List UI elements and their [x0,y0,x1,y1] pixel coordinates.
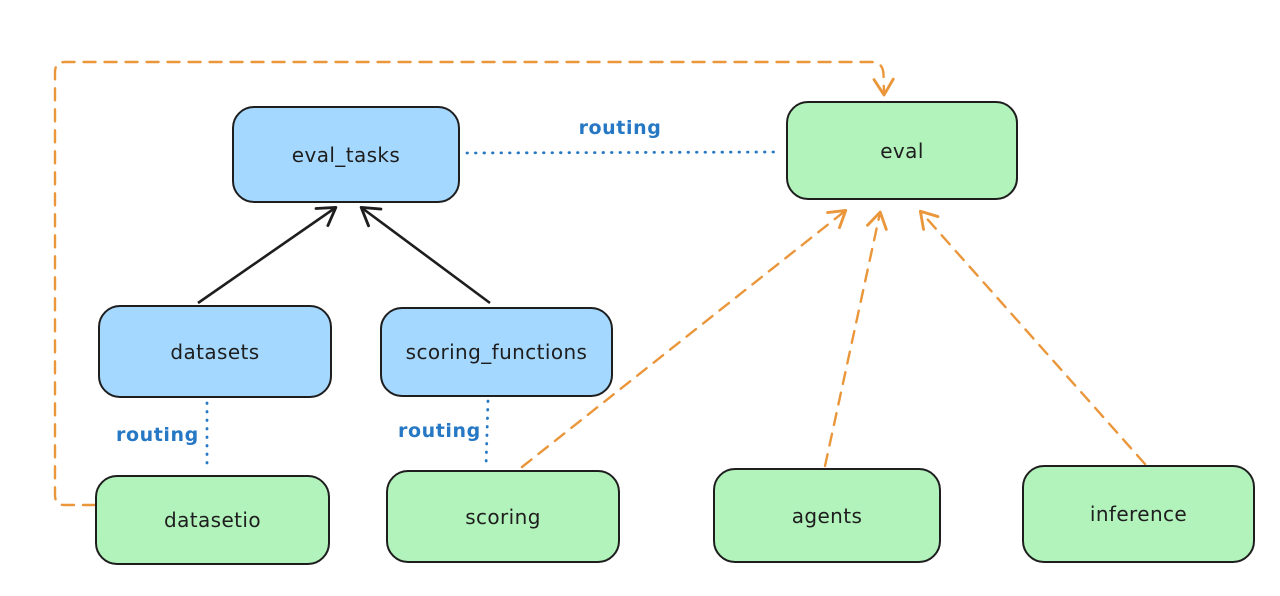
edge-agents-to-eval [823,210,888,468]
edge-datasets-to-eval-tasks [197,205,338,305]
edge-label-routing-top: routing [578,117,662,139]
node-datasetio: datasetio [95,475,330,565]
node-inference: inference [1022,465,1255,563]
node-inference-label: inference [1089,502,1188,526]
node-agents-label: agents [791,503,863,528]
node-eval-tasks: eval_tasks [232,106,460,203]
edge-scoring-functions-to-eval-tasks [359,205,491,305]
node-agents: agents [713,468,941,563]
edge-label-routing-left: routing [116,424,199,446]
edge-scoring-to-eval [520,208,848,469]
node-datasetio-label: datasetio [163,508,261,532]
node-scoring-label: scoring [465,504,541,529]
node-scoring-functions: scoring_functions [380,307,613,397]
node-eval: eval [786,101,1018,200]
edge-routing-eval-tasks-to-eval [465,150,783,155]
edge-label-routing-middle: routing [398,420,481,442]
node-scoring-functions-label: scoring_functions [405,340,588,364]
edge-datasetio-to-eval-loop [53,60,895,507]
node-eval-tasks-label: eval_tasks [291,142,401,167]
node-datasets: datasets [98,305,332,398]
node-datasets-label: datasets [170,339,260,364]
edge-routing-scoring-functions-to-scoring [484,399,490,468]
node-eval-label: eval [880,138,924,163]
edge-inference-to-eval [918,209,1147,466]
node-scoring: scoring [386,470,620,563]
